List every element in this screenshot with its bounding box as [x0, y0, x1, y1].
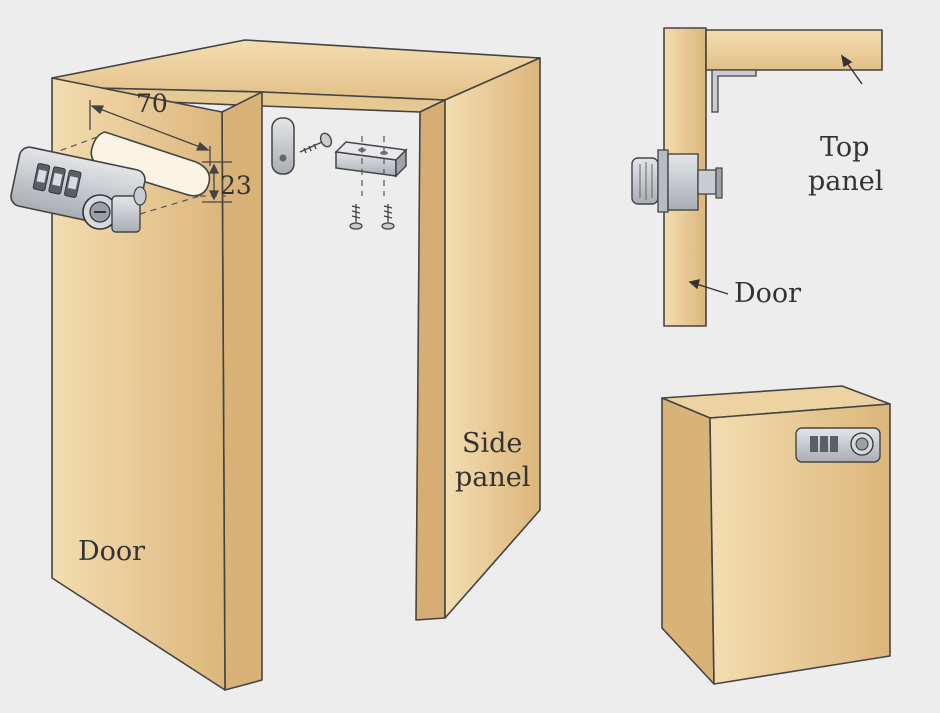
dimension-23-label: 23 [220, 171, 252, 200]
assembled-side [661, 397, 715, 685]
detail-door-label: Door [734, 278, 801, 309]
assembled-door [709, 403, 891, 685]
strike-bracket [334, 141, 408, 178]
cam-screw [299, 132, 333, 154]
door-panel [51, 77, 226, 691]
wood-screw-right [381, 204, 395, 230]
detail-leaders [688, 54, 863, 295]
cam-plate [271, 117, 295, 175]
side-panel-label-line1: Side [462, 428, 522, 459]
detail-knob [631, 157, 659, 205]
top-panel-label-line2: panel [808, 166, 883, 197]
detail-top-panel [705, 29, 883, 71]
dimension-70-label: 70 [136, 89, 168, 118]
door-slot [90, 131, 211, 197]
bracket-guides [361, 136, 385, 196]
side-panel [444, 57, 541, 619]
assembled-cabinet [661, 385, 891, 685]
wood-screw-left [349, 204, 363, 230]
top-panel-label-line1: Top [820, 132, 869, 163]
section-detail: Top panel Door [631, 27, 883, 327]
detail-bracket [711, 69, 757, 113]
dimension-70 [89, 100, 211, 166]
side-panel-label-line2: panel [455, 462, 530, 493]
door-label: Door [78, 536, 145, 567]
dimension-23 [202, 161, 232, 203]
assembled-lock [795, 427, 881, 463]
combination-lock-exploded [10, 146, 147, 233]
main-cabinet: 70 23 [10, 39, 541, 691]
side-panel-edge [415, 99, 446, 621]
